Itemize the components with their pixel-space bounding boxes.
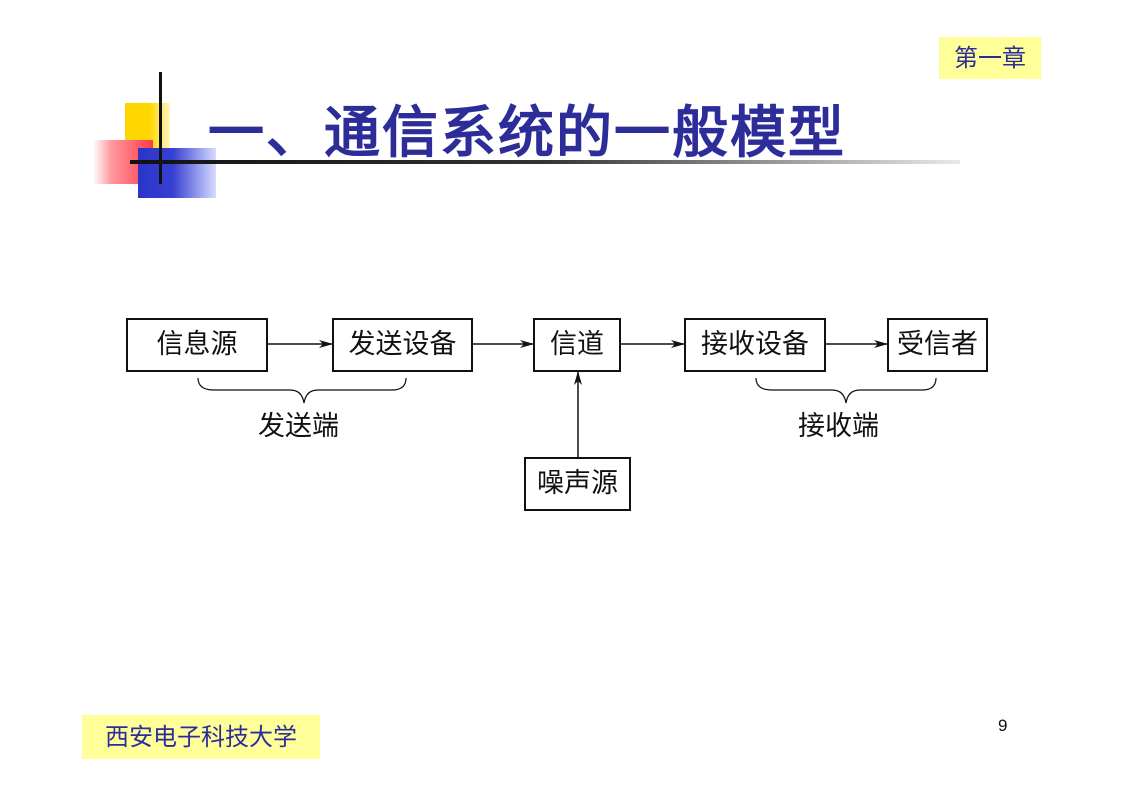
block-information-source: 信息源 bbox=[126, 318, 268, 372]
page-title: 一、通信系统的一般模型 bbox=[208, 100, 846, 166]
university-badge: 西安电子科技大学 bbox=[82, 715, 320, 759]
block-noise-source: 噪声源 bbox=[524, 457, 631, 511]
decor-vertical-line bbox=[159, 72, 162, 184]
label-receive-end: 接收端 bbox=[798, 411, 879, 442]
brace-receive-end bbox=[755, 377, 937, 404]
block-channel: 信道 bbox=[533, 318, 621, 372]
label-transmit-end: 发送端 bbox=[258, 411, 339, 442]
block-receiver: 接收设备 bbox=[684, 318, 826, 372]
title-underline bbox=[130, 160, 960, 164]
decor-blue-square bbox=[138, 148, 216, 198]
brace-transmit-end bbox=[197, 377, 407, 404]
page-number: 9 bbox=[998, 716, 1008, 735]
block-sink: 受信者 bbox=[887, 318, 988, 372]
block-transmitter: 发送设备 bbox=[332, 318, 473, 372]
chapter-badge: 第一章 bbox=[939, 37, 1041, 79]
